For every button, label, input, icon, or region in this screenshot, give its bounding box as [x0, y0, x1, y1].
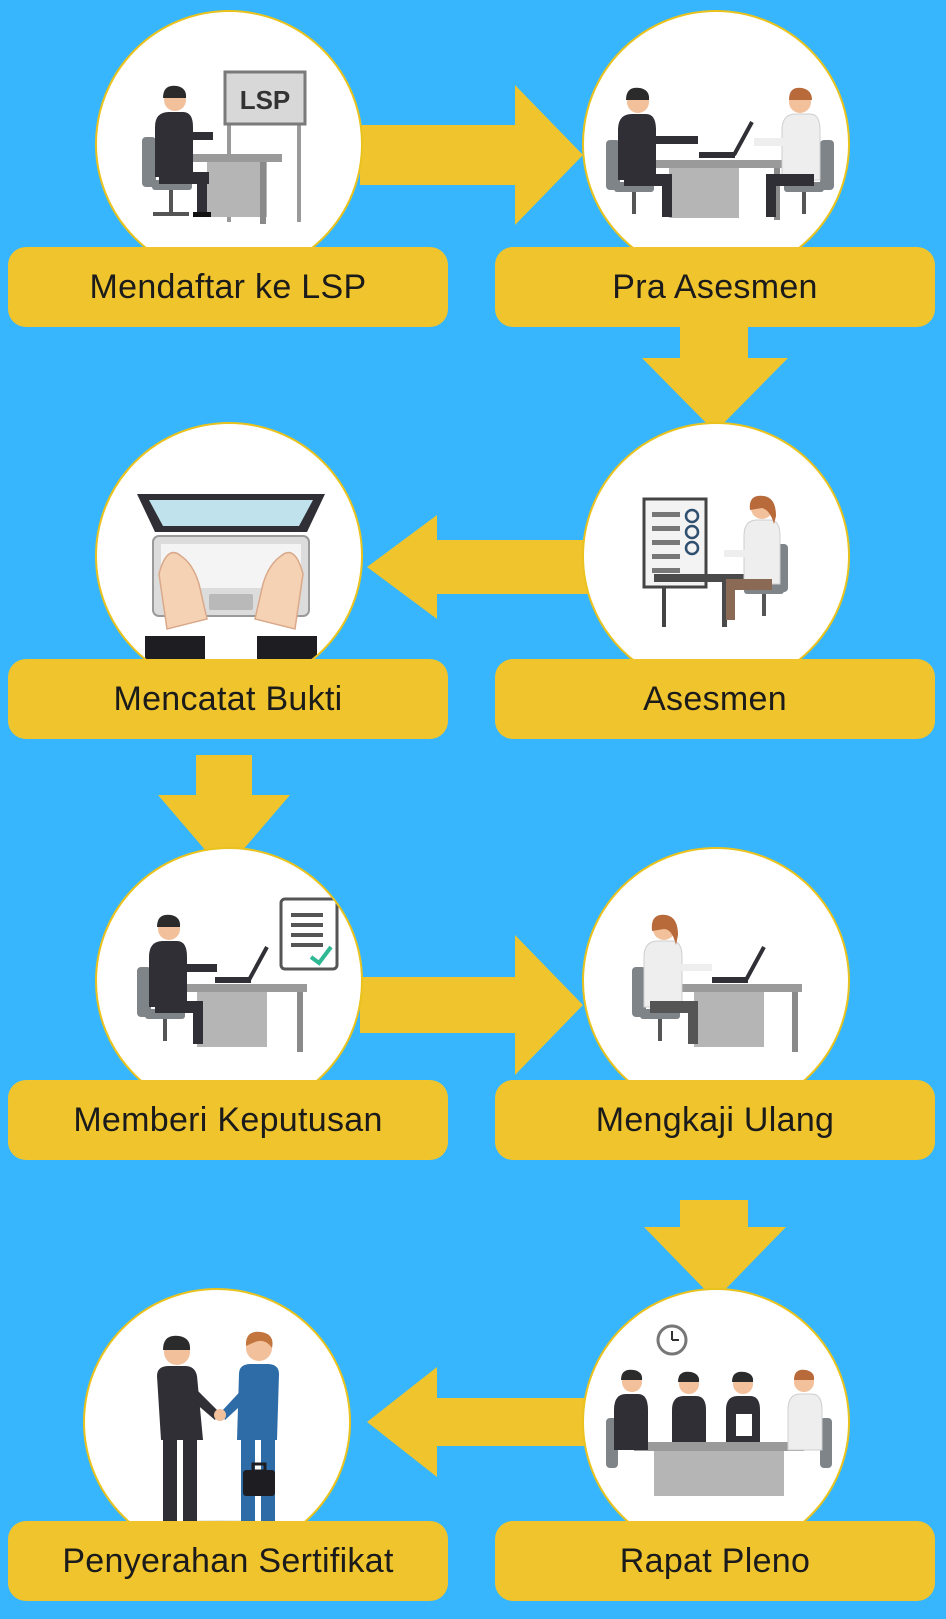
arrow-right-2	[360, 935, 583, 1075]
step-2-label: Pra Asesmen	[495, 247, 935, 327]
step-5-illustration	[95, 847, 363, 1115]
laptop-typing-icon	[137, 494, 325, 666]
handshake-icon	[129, 1331, 309, 1540]
assessment-checklist-icon	[642, 495, 788, 627]
step-3-illustration	[582, 422, 850, 690]
arrow-down-2	[158, 755, 290, 872]
arrow-left-2	[367, 1367, 598, 1477]
decision-document-icon	[137, 897, 339, 1052]
arrow-right-1	[360, 85, 583, 225]
sign-text: LSP	[240, 85, 291, 115]
step-7-illustration	[582, 1288, 850, 1556]
step-1-label: Mendaftar ke LSP	[8, 247, 448, 327]
step-2-illustration	[582, 10, 850, 278]
registration-desk-icon: LSP	[142, 70, 307, 224]
pre-assessment-meeting-icon	[606, 87, 834, 220]
step-8-illustration	[83, 1288, 351, 1556]
step-6-illustration	[582, 847, 850, 1115]
arrow-down-3	[644, 1200, 786, 1300]
step-4-illustration	[95, 422, 363, 690]
step-7-label: Rapat Pleno	[495, 1521, 935, 1601]
step-6-label: Mengkaji Ulang	[495, 1080, 935, 1160]
step-8-label: Penyerahan Sertifikat	[8, 1521, 448, 1601]
step-3-label: Asesmen	[495, 659, 935, 739]
arrow-down-1	[642, 325, 788, 432]
step-5-label: Memberi Keputusan	[8, 1080, 448, 1160]
plenary-meeting-icon	[606, 1324, 832, 1496]
arrow-left-1	[367, 515, 598, 619]
step-4-label: Mencatat Bukti	[8, 659, 448, 739]
review-laptop-icon	[632, 914, 802, 1052]
step-1-illustration: LSP	[95, 10, 363, 278]
